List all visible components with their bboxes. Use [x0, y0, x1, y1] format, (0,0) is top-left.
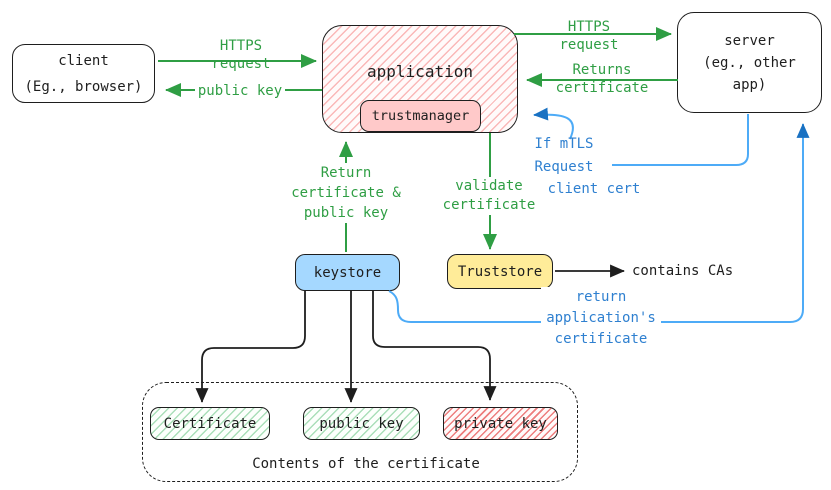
node-truststore: Truststore	[447, 254, 553, 289]
node-certificate: Certificate	[150, 407, 270, 440]
label-if-mtls-request: If mTLS Request	[534, 136, 594, 175]
label-contains-cas: contains CAs	[632, 263, 734, 279]
certificate-contents-group	[142, 382, 578, 482]
node-public-key: public key	[303, 407, 420, 440]
label-https-request-to-application: HTTPS request	[211, 38, 271, 72]
label-https-request-to-server: HTTPS request	[559, 19, 619, 53]
application-label: application	[367, 62, 473, 81]
node-application: application trustmanager	[322, 25, 518, 133]
node-keystore: keystore	[295, 254, 400, 291]
label-client-cert: client cert	[547, 181, 641, 197]
contents-caption: Contents of the certificate	[252, 456, 480, 472]
label-public-key-to-client: public key	[195, 82, 285, 100]
label-validate-certificate: validate certificate	[438, 177, 540, 215]
node-private-key: private key	[443, 407, 558, 440]
label-return-certificate-public-key: Return certificate & public key	[289, 163, 403, 223]
label-returns-certificate: Returns certificate	[555, 62, 649, 96]
label-return-application-certificate: return application's certificate	[541, 287, 661, 350]
node-client: client (Eg., browser)	[12, 44, 155, 103]
node-server: server (eg., other app)	[677, 12, 822, 113]
line-mtls-from-server	[612, 114, 749, 166]
node-trustmanager: trustmanager	[360, 100, 481, 132]
